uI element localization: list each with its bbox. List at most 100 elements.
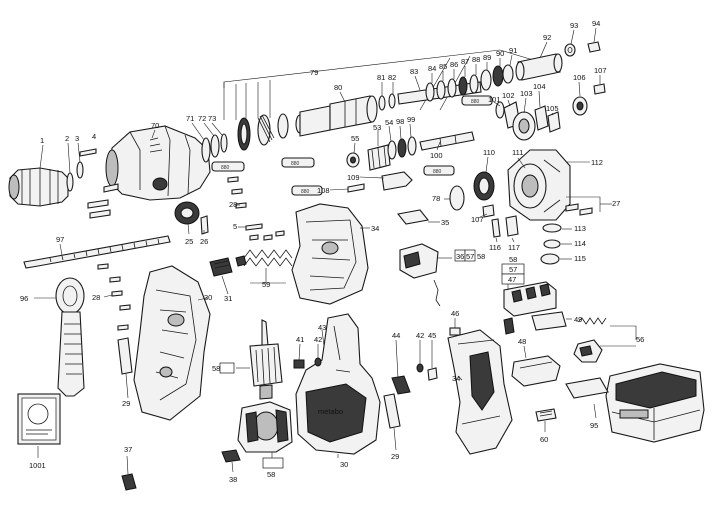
callout-4: 4 [92, 132, 96, 141]
callout-56: 56 [636, 335, 644, 344]
callout-94: 94 [592, 19, 600, 28]
part-115-ring [540, 253, 560, 265]
callout-109: 109 [347, 173, 360, 182]
part-113-washer [542, 223, 562, 233]
part-89-ring [480, 69, 492, 91]
part-42-plug-b [314, 357, 322, 367]
callout-60: 60 [540, 435, 548, 444]
part-27-screw-a [565, 203, 579, 212]
callout-58-a: 58 [477, 252, 485, 261]
callout-105: 105 [546, 104, 559, 113]
part-47-battery-contact [503, 281, 557, 317]
callout-108: 108 [317, 186, 330, 195]
part-100-spindle [419, 131, 475, 151]
callout-89: 89 [483, 53, 491, 62]
callout-117: 117 [508, 243, 520, 252]
part-95-battery-pack [605, 363, 705, 443]
callout-58-c: 58 [212, 364, 220, 373]
callout-87: 87 [461, 57, 469, 66]
part-4-screw [79, 148, 97, 157]
part-109-bracket [381, 171, 413, 191]
part-5-pin [245, 223, 263, 231]
callout-26: 26 [200, 237, 208, 246]
screw-28-a [227, 176, 239, 183]
screw-28-d [97, 263, 109, 270]
part-34-housing-half [291, 203, 369, 305]
screw-28-f [111, 290, 123, 297]
callout-115: 115 [574, 254, 586, 263]
part-contact-post [503, 317, 515, 335]
callout-29-right: 29 [391, 452, 399, 461]
callout-114: 114 [574, 239, 586, 248]
callout-72: 72 [198, 114, 206, 123]
callout-85: 85 [439, 62, 447, 71]
callout-54: 54 [385, 118, 393, 127]
part-86-ring [447, 78, 457, 98]
callout-42-left: 42 [314, 335, 322, 344]
part-78-ring [449, 185, 465, 211]
callout-95: 95 [590, 421, 598, 430]
callout-34-upper: 34 [371, 224, 379, 233]
callout-45: 45 [428, 331, 436, 340]
part-29-label-strip [117, 337, 133, 375]
callout-86: 86 [450, 60, 458, 69]
box-39 [219, 362, 235, 374]
grease-label: 880 [301, 189, 310, 195]
screw-b [89, 209, 111, 219]
part-110-bearing-ring [473, 171, 495, 201]
callout-83: 83 [410, 67, 418, 76]
callout-27: 27 [612, 199, 620, 208]
part-73-ring [220, 133, 228, 153]
pin-d [275, 230, 285, 237]
callout-71: 71 [186, 114, 194, 123]
callout-3: 3 [75, 134, 79, 143]
part-97-depth-rod [23, 235, 171, 269]
part-106-gear [572, 96, 588, 116]
callout-58-d: 58 [267, 470, 275, 479]
part-60-label [535, 408, 557, 422]
callout-81: 81 [377, 73, 385, 82]
callout-78: 78 [432, 194, 440, 203]
pin-c [263, 234, 273, 241]
part-46-pad [449, 327, 461, 336]
callout-113: 113 [574, 224, 586, 233]
callout-29-left: 29 [122, 399, 130, 408]
callout-34-lower: 34 [452, 374, 460, 383]
part-41-block [293, 359, 305, 369]
part-103-cam [512, 111, 536, 141]
callout-28-upper: 28 [229, 200, 237, 209]
part-87-ring [458, 76, 468, 96]
callout-88: 88 [472, 55, 480, 64]
screw-a [87, 199, 109, 209]
part-112-fan-housing [507, 149, 571, 221]
part-42-plug [416, 363, 424, 373]
part-2-ring [66, 172, 74, 192]
part-53-sleeve [367, 144, 391, 171]
part-54-ring [387, 140, 397, 160]
part-71-ring [201, 137, 211, 163]
callout-91: 91 [509, 46, 517, 55]
callout-53: 53 [373, 123, 381, 132]
screw-28-b [231, 188, 243, 195]
callout-30-upper: 30 [204, 293, 212, 302]
callout-111: 111 [512, 148, 523, 157]
callout-102: 102 [502, 91, 515, 100]
callout-70: 70 [151, 121, 159, 130]
callout-57-b: 57 [509, 265, 517, 274]
part-27-screw-b [579, 207, 593, 216]
part-82-ring [388, 93, 396, 109]
screw-c [103, 183, 119, 193]
callout-1001: 1001 [29, 461, 46, 470]
part-40-field-stator [237, 401, 293, 453]
part-56-connector [573, 339, 603, 363]
callout-98: 98 [396, 117, 404, 126]
part-34-housing-lower [447, 329, 513, 455]
part-30-housing-half-right: metabo [295, 313, 381, 455]
callout-28-lower: 28 [92, 293, 100, 302]
callout-79: 79 [310, 68, 318, 77]
callout-80: 80 [334, 83, 342, 92]
part-1-chuck [8, 167, 69, 207]
screw-28-h [117, 324, 129, 331]
screw-28-e [109, 276, 121, 283]
part-114-washer [543, 239, 561, 249]
